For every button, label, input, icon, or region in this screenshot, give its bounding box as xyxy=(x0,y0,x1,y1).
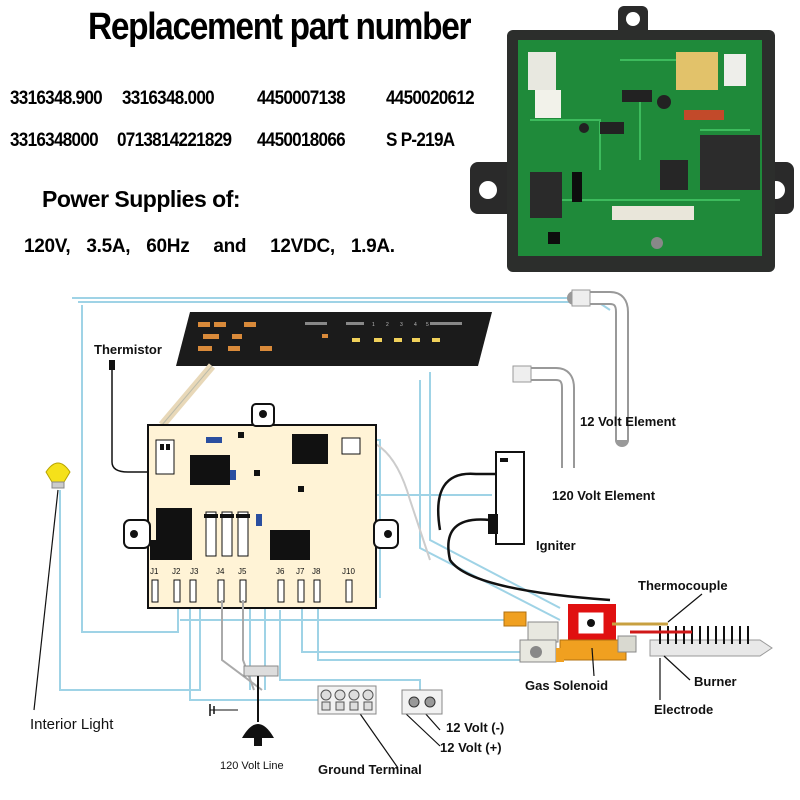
connector-label: J10 xyxy=(342,567,355,576)
gas-solenoid-label: Gas Solenoid xyxy=(525,678,609,693)
thermistor-label: Thermistor xyxy=(94,342,162,357)
connector-label: J5 xyxy=(238,567,247,576)
part-number: 3316348.900 xyxy=(10,88,103,109)
panel-button-label: 5 xyxy=(426,322,429,328)
panel-button-label: 4 xyxy=(414,322,417,328)
connector-label: J6 xyxy=(276,567,285,576)
thermocouple-label: Thermocouple xyxy=(638,578,728,593)
burner xyxy=(612,622,773,657)
connector-label: J2 xyxy=(172,567,181,576)
120v-element-label: 120 Volt Element xyxy=(552,488,656,503)
callout-arrows xyxy=(355,593,703,769)
burner-label: Burner xyxy=(694,674,737,689)
igniter-label: Igniter xyxy=(536,538,576,553)
connector-label: J8 xyxy=(312,567,321,576)
element-12v xyxy=(567,289,629,447)
part-number: 3316348.000 xyxy=(122,88,215,109)
12v-negative-label: 12 Volt (-) xyxy=(446,720,505,735)
12v-element-label: 12 Volt Element xyxy=(580,414,676,429)
control-board-photo xyxy=(470,6,794,272)
power-supplies-specs: 120V, 3.5A, 60Hz and 12VDC, 1.9A. xyxy=(24,236,395,257)
control-board: J1 J2 J3 J4 J5 J6 J7 J8 J10 xyxy=(123,403,399,609)
120v-line-label: 120 Volt Line xyxy=(220,760,284,772)
interior-light-label: Interior Light xyxy=(30,716,114,733)
connector-label: J7 xyxy=(296,567,305,576)
panel-button-label: 1 xyxy=(372,322,375,328)
interior-light xyxy=(33,462,71,711)
12v-positive-label: 12 Volt (+) xyxy=(440,740,502,755)
part-number: 0713814221829 xyxy=(117,130,232,151)
part-number: 4450020612 xyxy=(386,88,475,109)
part-number: 4450018066 xyxy=(257,130,346,151)
power-supplies-title: Power Supplies of: xyxy=(42,186,241,212)
connector-label: J1 xyxy=(150,567,159,576)
ground-terminal-label: Ground Terminal xyxy=(318,762,422,777)
electrode-label: Electrode xyxy=(654,702,714,717)
connector-label: J4 xyxy=(216,567,225,576)
ground-terminal xyxy=(317,685,377,715)
part-number: S P-219A xyxy=(386,130,455,151)
12v-terminal xyxy=(401,689,443,715)
panel-button-label: 2 xyxy=(386,322,389,328)
gas-solenoid xyxy=(503,604,637,663)
120v-plug xyxy=(209,676,274,746)
control-panel: 1 2 3 4 5 xyxy=(176,312,492,366)
igniter xyxy=(488,451,525,545)
part-number: 4450007138 xyxy=(257,88,346,109)
element-120v xyxy=(512,365,575,468)
part-number: 3316348000 xyxy=(10,130,99,151)
page-title: Replacement part number xyxy=(88,6,472,48)
connector-label: J3 xyxy=(190,567,199,576)
panel-button-label: 3 xyxy=(400,322,403,328)
